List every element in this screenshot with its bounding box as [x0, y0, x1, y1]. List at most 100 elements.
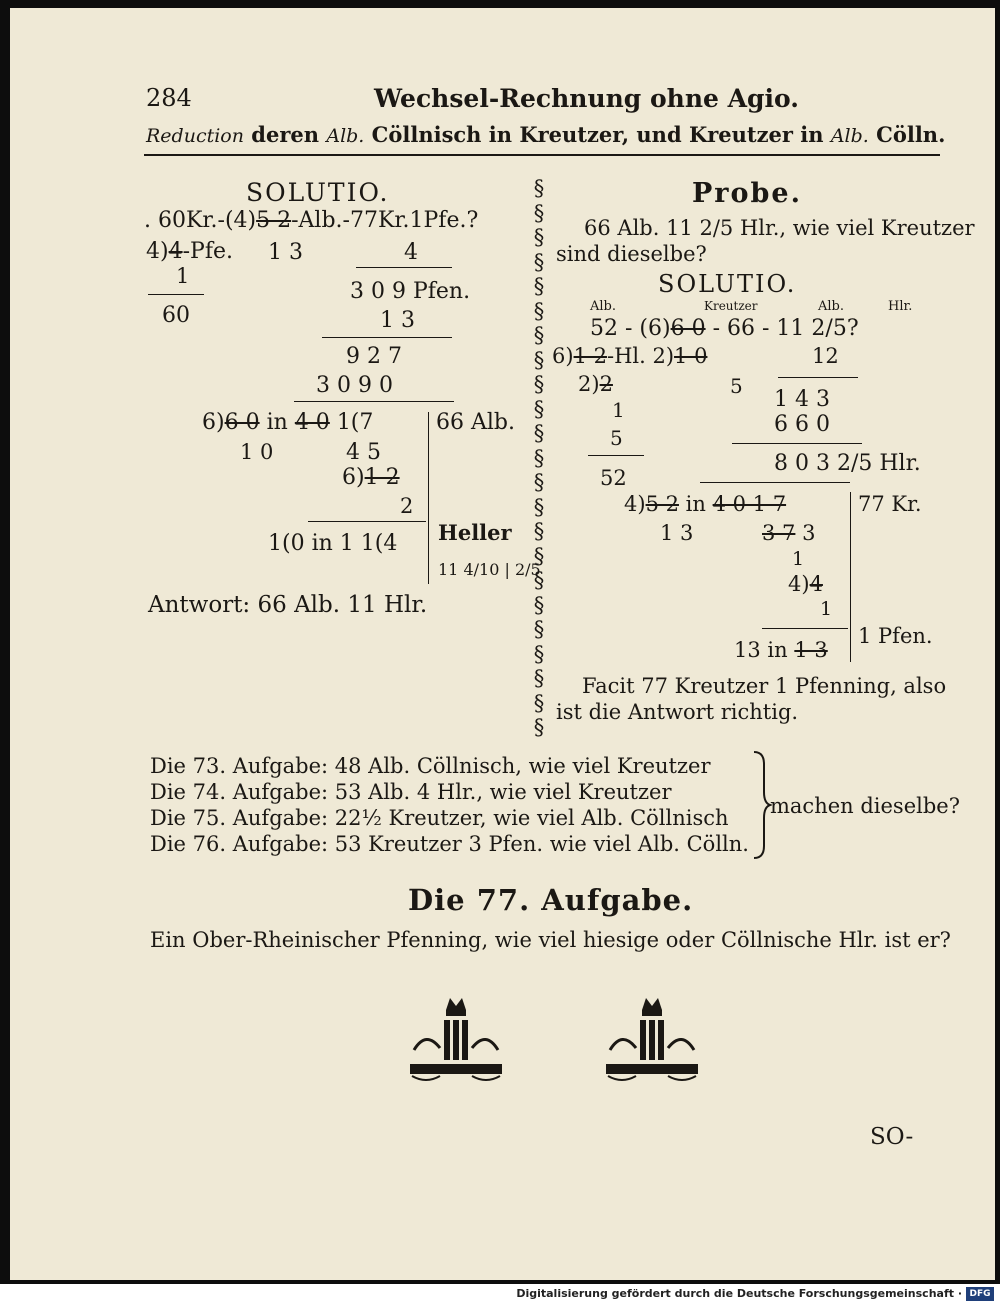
n-803: 8 0 3 2/5 Hlr. — [774, 451, 921, 476]
crown-ornament-icon — [410, 998, 502, 1081]
rule-803 — [700, 482, 850, 483]
r2e: 1 0 — [674, 344, 708, 368]
n-143: 1 4 3 — [774, 387, 830, 412]
right-n-13: 1 3 — [660, 521, 694, 545]
brace-text: machen dieselbe? — [770, 794, 960, 818]
l2c: -Pfe. — [182, 239, 233, 264]
d2a: 6) — [342, 465, 365, 490]
book-page — [10, 8, 995, 1280]
r1c: - 66 - 11 2/5? — [712, 316, 859, 341]
rule-mult — [322, 337, 452, 338]
curly-brace — [753, 751, 772, 859]
n-52: 52 — [600, 466, 627, 490]
n-60: 60 — [162, 303, 190, 328]
section-mark-column: § § § § § § § § § § § § § § § § § § § § … — [533, 176, 545, 739]
facit-line-1: Facit 77 Kreutzer 1 Pfenning, also — [582, 674, 947, 698]
heller-label: Heller — [438, 520, 512, 545]
l1c: -Alb.-77Kr.1Pfe.? — [291, 208, 479, 233]
r4c: in — [685, 492, 706, 516]
rule-heller — [308, 521, 426, 522]
right-division-3: 13 in 1 3 — [734, 640, 828, 661]
result-bar — [428, 412, 429, 584]
n-13-a: 1 3 — [268, 240, 303, 265]
task-76: Die 76. Aufgabe: 53 Kreutzer 3 Pfen. wie… — [150, 832, 749, 856]
division-3: 1(0 in 1 1(4 — [268, 531, 398, 556]
l2a: 4) — [146, 239, 169, 264]
right-n-1: 1 — [612, 398, 625, 422]
n-309: 3 0 9 Pfen. — [350, 279, 471, 304]
n373a: 3 7 — [762, 521, 796, 545]
running-title: Wechsel-Rechnung ohne Agio. — [374, 84, 799, 113]
rule-sum-right — [732, 443, 862, 444]
n-5: 5 — [730, 374, 743, 398]
r4d: 4 0 1 7 — [712, 492, 787, 516]
r4a: 4) — [624, 492, 646, 516]
heller-result: 11 4/10 | 2/5 — [438, 560, 541, 579]
n-373: 3 7 3 — [762, 523, 815, 544]
pfen-result: 1 Pfen. — [858, 624, 933, 648]
left-solutio-heading: SOLUTIO. — [246, 178, 390, 207]
dfg-logo: DFG — [966, 1287, 994, 1301]
n-45: 4 5 — [346, 440, 381, 465]
right-n-1-b: 1 — [792, 548, 805, 570]
r2b: 1 2 — [573, 344, 607, 368]
d1c: in — [266, 410, 288, 435]
rule-pfen — [762, 628, 848, 629]
r5b: 4 — [809, 572, 823, 596]
subtitle-c: Alb. — [326, 125, 365, 147]
r1b: 6 0 — [670, 316, 706, 341]
n-5-b: 5 — [610, 426, 623, 450]
n-4: 4 — [404, 240, 418, 265]
right-line-2: 6)1 2-Hl. 2)1 0 — [552, 346, 707, 367]
r2d: 2) — [652, 344, 675, 368]
right-result-bar — [850, 492, 851, 662]
task-75: Die 75. Aufgabe: 22½ Kreutzer, wie viel … — [150, 806, 729, 830]
crown-ornament-icon-2 — [606, 998, 698, 1081]
rule-sum — [294, 401, 454, 402]
r4b: 5 2 — [645, 492, 679, 516]
fraction-rule — [148, 294, 204, 295]
probe-question-1: 66 Alb. 11 2/5 Hlr., wie viel Kreutzer — [584, 216, 975, 240]
l1a: . 60Kr.-(4) — [144, 208, 257, 233]
subtitle-d: Cöllnisch in Kreutzer, und Kreutzer in — [364, 122, 831, 147]
right-solutio: SOLUTIO. — [658, 270, 797, 298]
r6a: 13 in — [734, 638, 788, 662]
r3a: 2) — [578, 372, 600, 396]
n-10: 1 0 — [240, 440, 274, 464]
n-13-b: 1 3 — [380, 308, 415, 333]
header-rule — [144, 154, 940, 156]
kr-result: 77 Kr. — [858, 492, 922, 516]
subtitle-f: Cölln. — [868, 122, 946, 147]
facit-line-2: ist die Antwort richtig. — [556, 700, 799, 724]
subtitle-e: Alb. — [830, 125, 869, 147]
right-line-3: 2)2 — [578, 374, 613, 395]
footer-credit: Digitalisierung gefördert durch die Deut… — [516, 1287, 962, 1300]
division-2: 6)1 2 — [342, 467, 400, 489]
left-answer: Antwort: 66 Alb. 11 Hlr. — [148, 592, 428, 618]
n373b: 3 — [802, 521, 816, 545]
n-660: 6 6 0 — [774, 412, 830, 437]
r2a: 6) — [552, 344, 574, 368]
albs-result: 66 Alb. — [436, 410, 515, 435]
right-division-2: 4)4 — [788, 574, 823, 595]
task-77-title: Die 77. Aufgabe. — [408, 883, 694, 917]
hdr-alb-2: Alb. — [818, 299, 844, 314]
subtitle-b: deren — [243, 122, 327, 147]
catchword: SO- — [870, 1124, 914, 1150]
probe-question-2: sind dieselbe? — [556, 242, 707, 266]
right-division-1: 4)5 2 in 4 0 1 7 — [624, 494, 786, 515]
left-line-1: . 60Kr.-(4)5 2-Alb.-77Kr.1Pfe.? — [144, 210, 478, 232]
section-subtitle: Reduction deren Alb. Cöllnisch in Kreutz… — [146, 124, 945, 146]
probe-heading: Probe. — [692, 178, 802, 209]
task-73: Die 73. Aufgabe: 48 Alb. Cöllnisch, wie … — [150, 754, 711, 778]
d1b: 6 0 — [224, 410, 260, 435]
r2c: -Hl. — [606, 344, 646, 368]
d1a: 6) — [202, 410, 225, 435]
r5a: 4) — [788, 572, 810, 596]
r3b: 2 — [599, 372, 613, 396]
d1d: 4 0 — [294, 410, 330, 435]
division-1: 6)6 0 in 4 0 1(7 — [202, 412, 373, 434]
l2b: 4 — [168, 239, 183, 264]
footer-bar — [0, 1284, 1000, 1304]
d1e: 1(7 — [336, 410, 374, 435]
